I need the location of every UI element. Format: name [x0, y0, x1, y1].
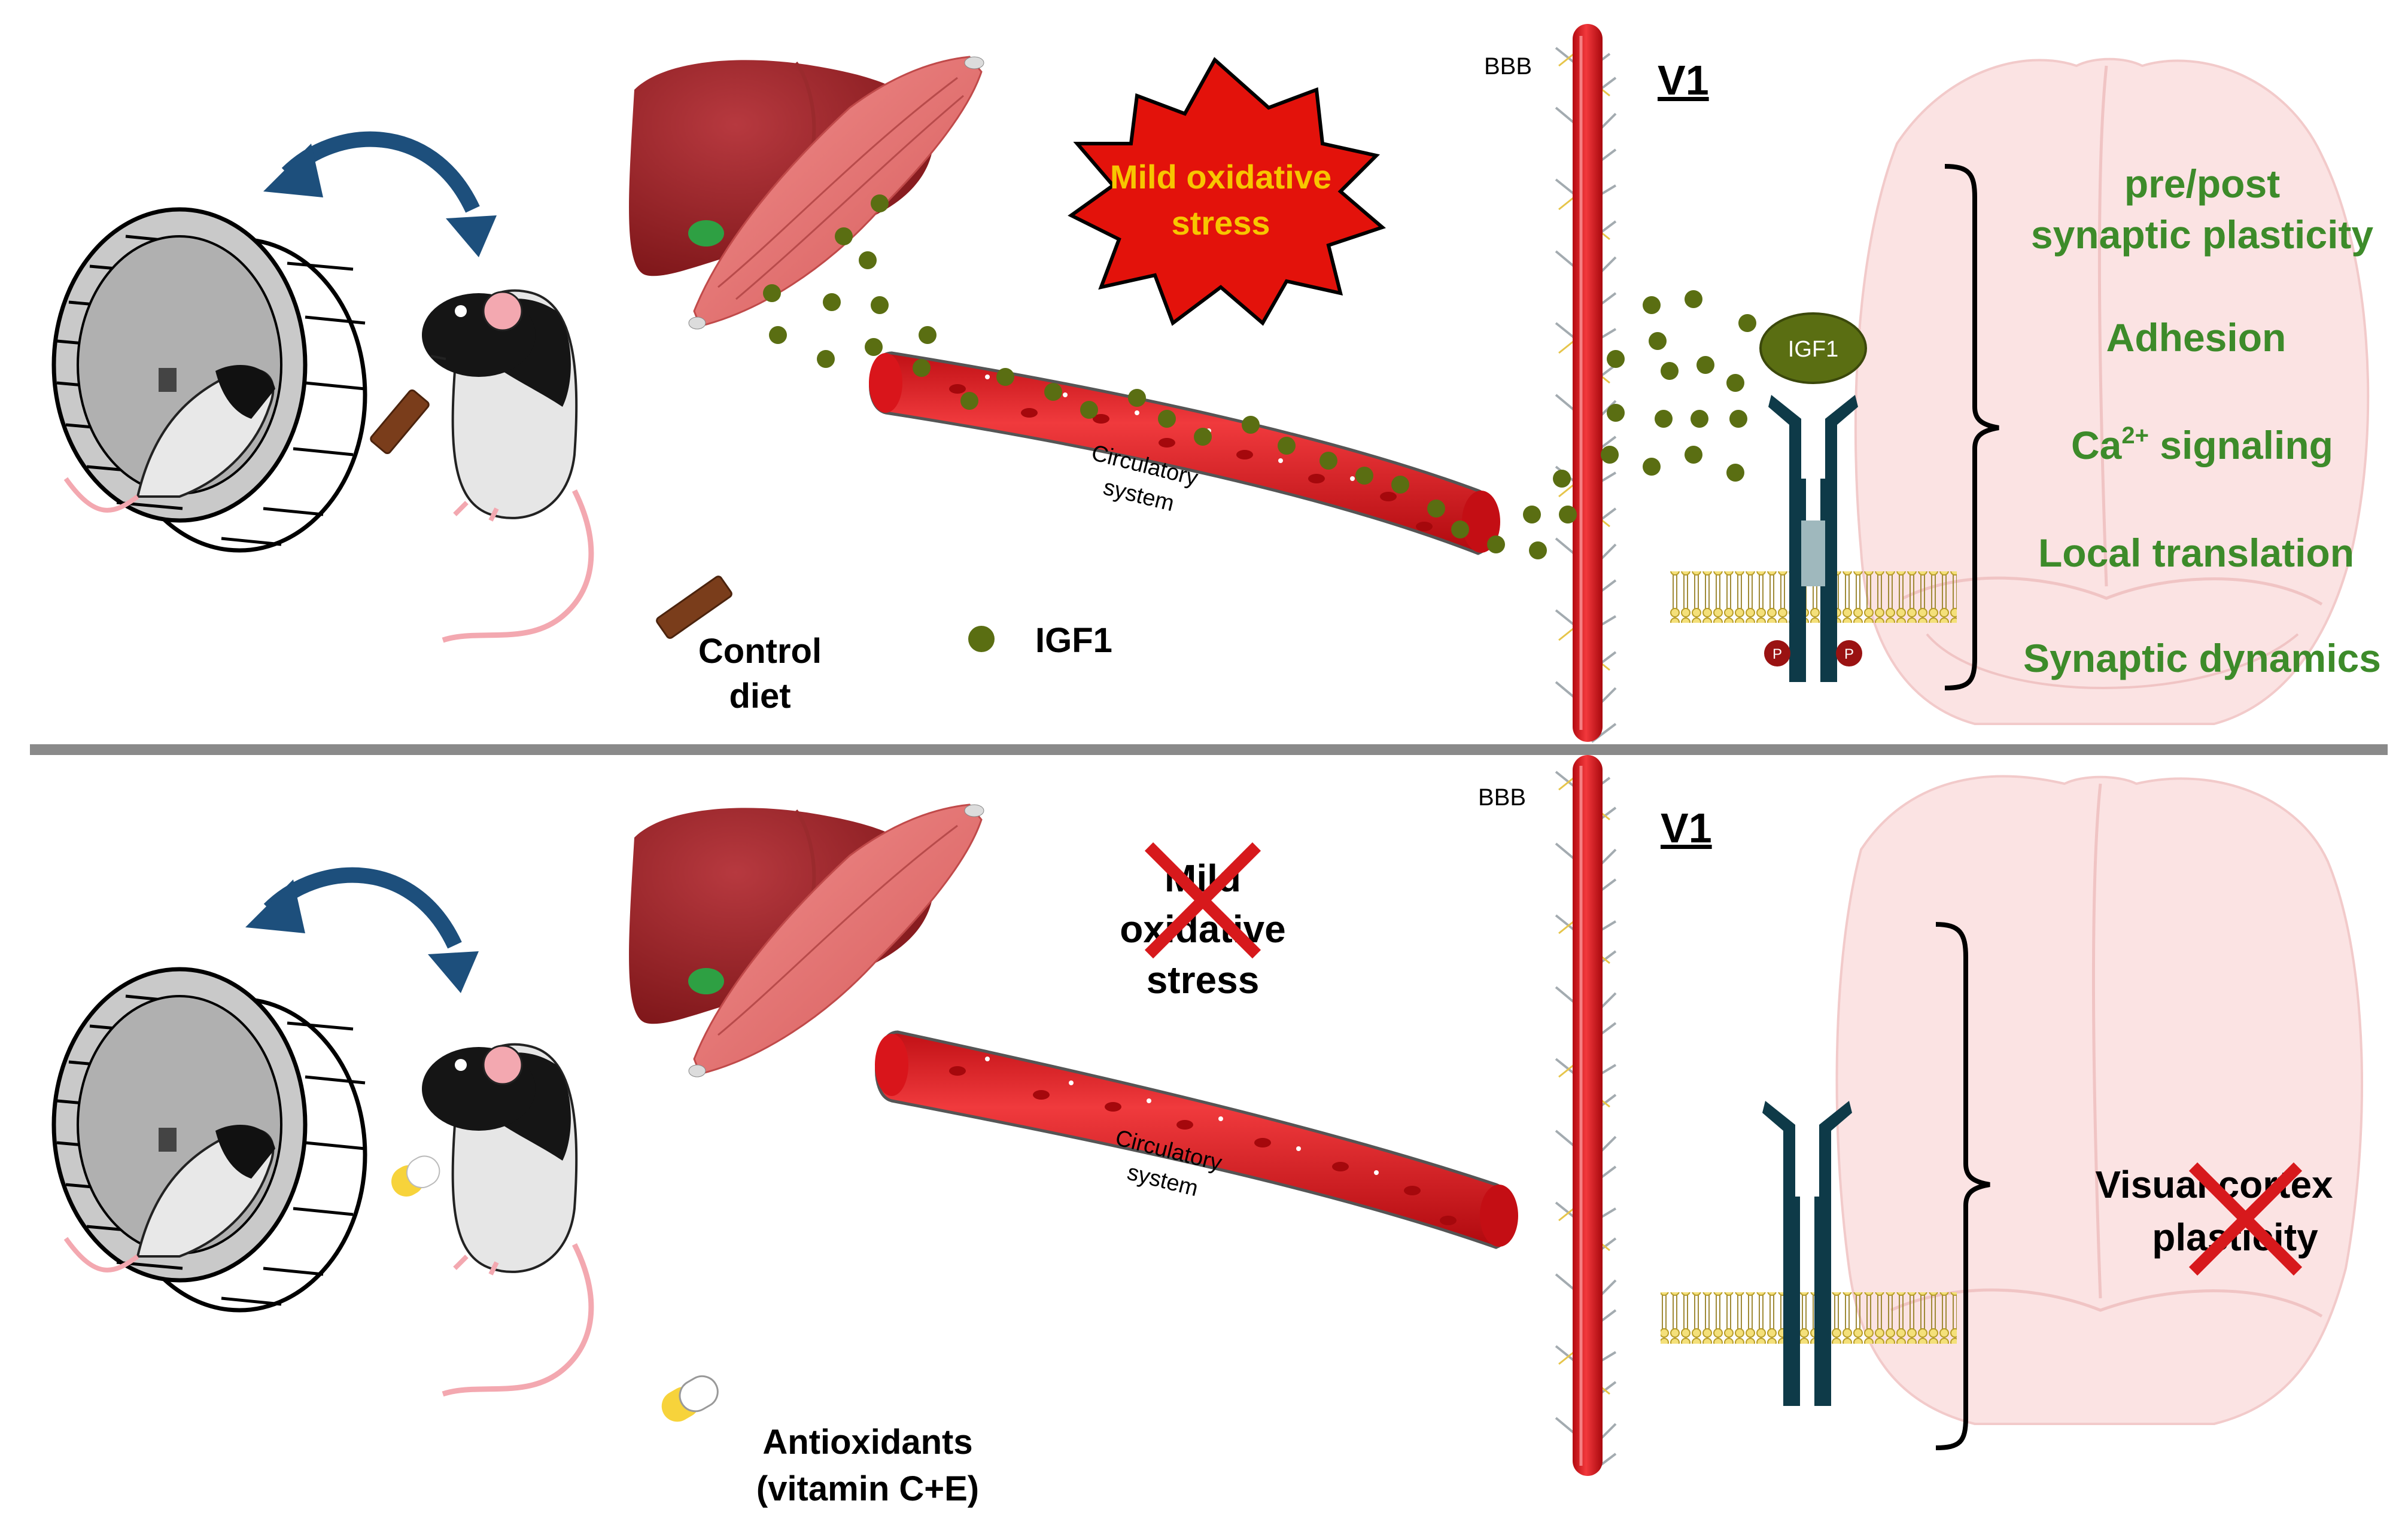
cross-mark-plasticity	[2188, 1162, 2303, 1276]
liver-muscle-top	[629, 56, 984, 330]
legend-igf1: IGF1	[1035, 621, 1112, 660]
legend-bottom: Antioxidants (vitamin C+E)	[661, 1375, 979, 1508]
cross-mark-stress	[1144, 842, 1261, 959]
legend-antiox-line1: Antioxidants	[762, 1423, 972, 1462]
stress-crossed-bottom: Mild oxidative stress	[1120, 857, 1285, 1002]
bottom-panel: BBB V1	[51, 755, 2363, 1508]
outcome-list-top: pre/post synaptic plasticity Adhesion Ca…	[2023, 162, 2381, 680]
control-diet-icon	[656, 576, 732, 639]
igf1-receptor-top: IGF1 P P	[1670, 312, 1957, 682]
stress-label-top-line2: stress	[1171, 204, 1270, 242]
legend-diet-line1: Control	[698, 632, 822, 671]
igf1-legend-dot	[968, 626, 995, 652]
stress-label-bottom-line2: oxidative	[1120, 908, 1285, 951]
igf1-receptor-bottom	[1661, 1101, 1957, 1406]
double-arrow-bottom	[245, 867, 479, 993]
outcome-bracket-top	[1944, 164, 1999, 690]
stress-starburst-top: Mild oxidative stress	[1068, 57, 1386, 326]
mouse-eating-top	[370, 289, 594, 643]
legend-diet-line2: diet	[729, 677, 790, 716]
outcome-prepost: pre/post	[2124, 162, 2280, 206]
stress-label-top-line1: Mild oxidative	[1110, 158, 1331, 196]
v1-label-top: V1	[1658, 57, 1709, 104]
mouse-antioxidant-bottom	[391, 1043, 594, 1397]
outcome-synaptic-dynamics: Synaptic dynamics	[2023, 636, 2381, 680]
top-panel: BBB V1	[51, 24, 2381, 743]
circulatory-vessel-top	[869, 351, 1500, 555]
brain-top	[1854, 57, 2370, 725]
circulatory-vessel-bottom	[875, 1030, 1518, 1249]
running-wheel-top	[51, 207, 367, 553]
phospho-label-right: P	[1844, 646, 1854, 662]
outcome-bracket-bottom	[1935, 922, 1990, 1450]
legend-top: Control diet IGF1	[656, 576, 1112, 716]
running-wheel-bottom	[51, 967, 367, 1313]
igf1-ligand	[1759, 312, 1867, 384]
bbb-label-bottom: BBB	[1478, 784, 1526, 811]
outcome-local-translation: Local translation	[2038, 531, 2354, 575]
stress-label-bottom-line3: stress	[1147, 958, 1260, 1002]
outcome-adhesion: Adhesion	[2106, 315, 2287, 360]
legend-antiox-line2: (vitamin C+E)	[756, 1469, 979, 1508]
receptor-ligand-label: IGF1	[1788, 337, 1838, 362]
igf1-particles-top	[763, 194, 1756, 559]
phospho-label-left: P	[1772, 646, 1782, 662]
bbb-vessel-bottom	[1555, 755, 1617, 1476]
double-arrow-top	[263, 131, 497, 257]
v1-label-bottom: V1	[1661, 805, 1712, 851]
outcome-synaptic-plasticity: synaptic plasticity	[2031, 212, 2374, 257]
panel-divider	[30, 744, 2388, 755]
bbb-label-top: BBB	[1484, 53, 1532, 80]
liver-muscle-bottom	[629, 803, 984, 1077]
bbb-vessel-top	[1555, 24, 1617, 743]
outcome-ca-signaling: Ca2+ signaling	[2071, 422, 2333, 467]
capsule-icon	[661, 1375, 719, 1422]
